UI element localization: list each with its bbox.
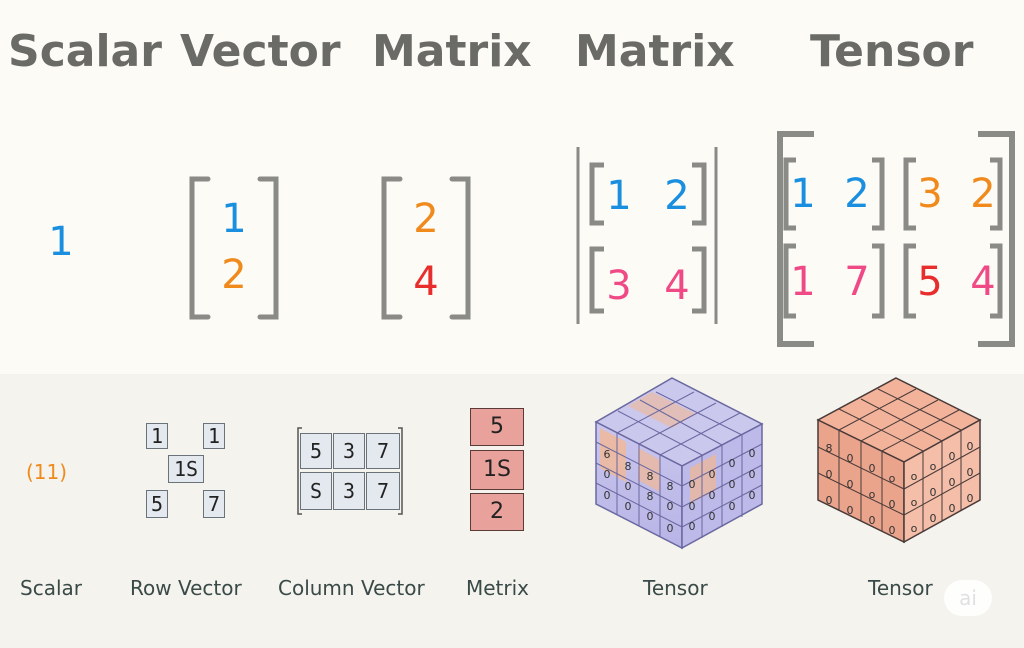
svg-text:0: 0: [689, 520, 696, 533]
caption-matrix: Metrix: [466, 576, 530, 600]
tensor-brackets: [777, 131, 1015, 347]
svg-text:8: 8: [625, 460, 632, 473]
matrix-entry-1-1: 1: [606, 173, 632, 219]
svg-text:0: 0: [689, 500, 696, 513]
svg-text:o: o: [930, 460, 937, 473]
svg-text:6: 6: [604, 448, 611, 461]
title-matrix-1: Matrix: [372, 26, 532, 77]
title-matrix-2: Matrix: [575, 26, 735, 77]
caption-tensor-1: Tensor: [643, 576, 708, 600]
svg-text:0: 0: [667, 522, 674, 535]
matrix-brackets: [576, 147, 718, 324]
svg-text:0: 0: [647, 510, 654, 523]
svg-text:0: 0: [729, 478, 736, 491]
svg-text:0: 0: [869, 462, 876, 475]
svg-text:0: 0: [709, 489, 716, 502]
caption-scalar: Scalar: [20, 576, 82, 600]
svg-text:0: 0: [826, 468, 833, 481]
svg-text:0: 0: [709, 510, 716, 523]
matrix-entry-2-2: 4: [664, 263, 690, 309]
matrix-entry-1-2: 2: [664, 173, 690, 219]
svg-text:0: 0: [625, 480, 632, 493]
tensor-right-2-1: 5: [917, 259, 943, 305]
svg-text:0: 0: [749, 447, 756, 460]
row-vector-cell: 1: [203, 423, 225, 449]
svg-text:8: 8: [667, 480, 674, 493]
svg-text:0: 0: [967, 440, 974, 453]
column-vector-cell: 5: [300, 433, 332, 469]
svg-text:0: 0: [826, 494, 833, 507]
svg-text:0: 0: [729, 500, 736, 513]
svg-text:0: 0: [709, 468, 716, 481]
caption-tensor-2: Tensor: [868, 576, 933, 600]
row-vector-cell: 1: [146, 423, 168, 449]
svg-text:0: 0: [625, 500, 632, 513]
matrix-small-cell: 2: [470, 493, 524, 531]
svg-text:8: 8: [826, 442, 833, 455]
row-vector-cell: 7: [203, 490, 225, 518]
svg-text:0: 0: [930, 486, 937, 499]
vector-2-entry-2: 4: [413, 259, 439, 305]
svg-text:0: 0: [847, 452, 854, 465]
svg-text:0: 0: [749, 468, 756, 481]
svg-text:0: 0: [847, 478, 854, 491]
tensor-left-1-2: 2: [844, 171, 870, 217]
svg-text:o: o: [869, 488, 876, 501]
svg-text:0: 0: [604, 468, 611, 481]
svg-text:8: 8: [647, 470, 654, 483]
svg-text:0: 0: [869, 514, 876, 527]
svg-text:0: 0: [604, 489, 611, 502]
matrix-entry-2-1: 3: [606, 263, 632, 309]
column-vector-brackets: [297, 427, 403, 515]
tensor-right-1-2: 2: [970, 171, 996, 217]
vector-1-brackets: [189, 176, 279, 320]
scalar-value: 1: [48, 219, 74, 265]
watermark-badge: ai: [944, 580, 992, 616]
matrix-small-cell: 1S: [470, 450, 524, 490]
svg-text:8: 8: [647, 490, 654, 503]
svg-text:o: o: [911, 496, 918, 509]
row-vector-cell: 1S: [168, 455, 204, 483]
tensor-left-1-1: 1: [790, 171, 816, 217]
svg-text:0: 0: [847, 504, 854, 517]
vector-2-brackets: [381, 176, 471, 320]
title-tensor: Tensor: [810, 26, 974, 77]
svg-text:0: 0: [949, 476, 956, 489]
column-vector-cell: 7: [366, 472, 400, 510]
title-scalar: Scalar: [8, 26, 162, 77]
column-vector-cell: 3: [333, 472, 365, 510]
tensor-right-1-1: 3: [917, 171, 943, 217]
tensor-right-2-2: 4: [970, 259, 996, 305]
svg-text:0: 0: [967, 492, 974, 505]
svg-text:0: 0: [889, 498, 896, 511]
svg-text:0: 0: [667, 500, 674, 513]
svg-text:o: o: [889, 472, 896, 485]
title-vector: Vector: [180, 26, 341, 77]
svg-text:0: 0: [749, 489, 756, 502]
row-vector-cell: 5: [146, 490, 168, 518]
svg-text:o: o: [911, 470, 918, 483]
svg-text:0: 0: [930, 512, 937, 525]
column-vector-cell: 3: [333, 433, 365, 469]
svg-text:o: o: [911, 522, 918, 535]
column-vector-cell: S: [300, 472, 332, 510]
scalar-small-value: (11): [26, 460, 68, 484]
tensor-left-2-2: 7: [844, 259, 870, 305]
column-vector-cell: 7: [366, 433, 400, 469]
vector-2-entry-1: 2: [413, 196, 439, 242]
matrix-small-cell: 5: [470, 408, 524, 446]
svg-text:0: 0: [949, 502, 956, 515]
caption-column-vector: Column Vector: [278, 576, 425, 600]
vector-1-entry-2: 2: [221, 252, 247, 298]
svg-text:0: 0: [729, 457, 736, 470]
svg-text:0: 0: [949, 450, 956, 463]
svg-text:0: 0: [689, 478, 696, 491]
svg-text:0: 0: [889, 524, 896, 537]
vector-1-entry-1: 1: [221, 196, 247, 242]
caption-row-vector: Row Vector: [130, 576, 242, 600]
svg-text:0: 0: [967, 466, 974, 479]
tensor-left-2-1: 1: [790, 259, 816, 305]
